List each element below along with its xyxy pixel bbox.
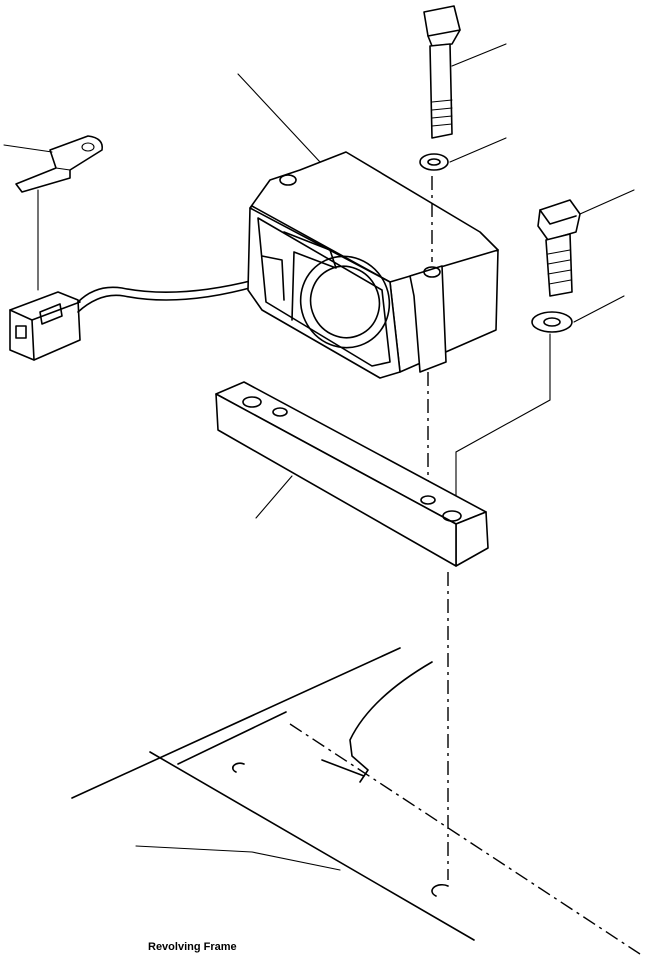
- horn-wire: [77, 277, 263, 303]
- long-bolt: [423, 5, 461, 139]
- connector: [9, 291, 81, 361]
- frame-caption: Revolving Frame: [148, 941, 237, 953]
- leader-line-clip: [3, 144, 53, 153]
- mounting-bracket: [215, 381, 489, 567]
- leader-line-flat-washer: [573, 295, 625, 323]
- leader-line-horn: [237, 73, 321, 163]
- lock-washer: [419, 153, 449, 171]
- leader-line-bracket: [255, 475, 293, 519]
- wire-clip: [15, 135, 104, 193]
- leader-line-long-bolt: [451, 43, 507, 67]
- leader-line-lock-washer: [449, 137, 507, 163]
- flat-washer: [531, 311, 573, 333]
- guide-line-short-bolt: [455, 333, 551, 511]
- revolving-frame: [71, 647, 641, 955]
- horn-body: [247, 151, 499, 379]
- short-bolt: [537, 199, 581, 297]
- leader-line-short-bolt: [579, 189, 635, 215]
